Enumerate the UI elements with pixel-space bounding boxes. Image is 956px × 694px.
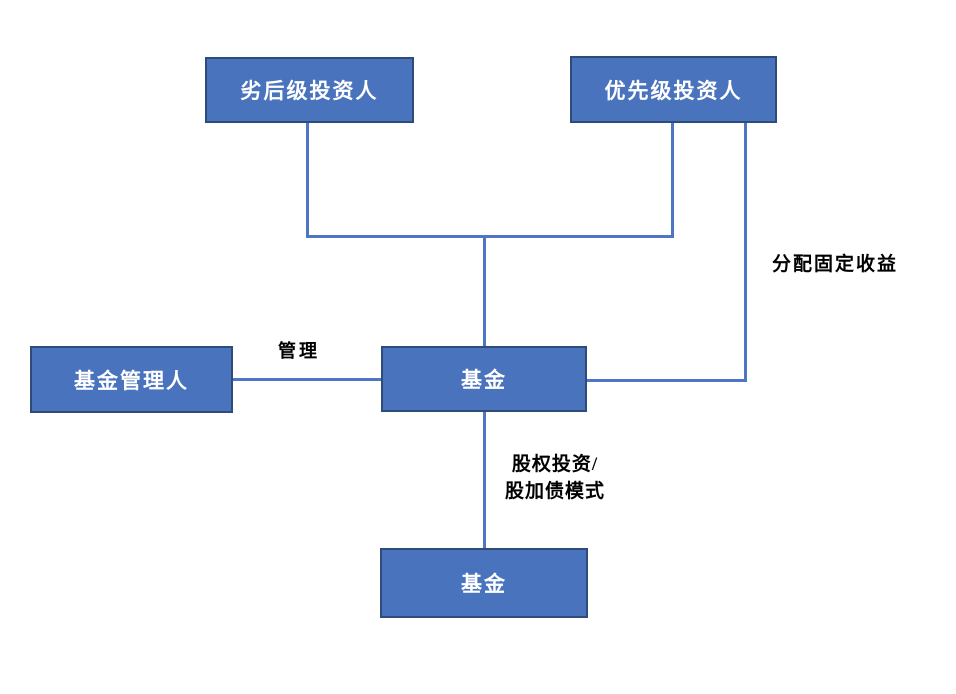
box-subordinated-investors: 劣后级投资人 bbox=[205, 57, 414, 123]
edge-label-equity-investment: 股权投资/ 股加债模式 bbox=[478, 451, 632, 505]
connector-manager-to-fund bbox=[233, 378, 381, 381]
box-fund-manager-label: 基金管理人 bbox=[74, 369, 189, 393]
box-fund: 基金 bbox=[381, 346, 587, 412]
connector-top-horizontal bbox=[306, 235, 674, 238]
connector-senior-down bbox=[671, 123, 674, 237]
connector-middle-down-to-fund bbox=[483, 238, 486, 346]
box-fund-manager: 基金管理人 bbox=[30, 346, 233, 413]
box-fund-lower-label: 基金 bbox=[461, 573, 507, 596]
connector-fund-to-lower-fund bbox=[483, 412, 486, 548]
box-senior-investors-label: 优先级投资人 bbox=[604, 79, 743, 103]
connector-fund-right bbox=[587, 379, 747, 382]
edge-label-fixed-income: 分配固定收益 bbox=[772, 254, 899, 275]
connector-senior-right-down bbox=[744, 123, 747, 382]
box-subordinated-investors-label: 劣后级投资人 bbox=[240, 80, 379, 103]
edge-label-equity-line2: 股加债模式 bbox=[504, 481, 605, 502]
connector-subordinated-down bbox=[306, 123, 309, 237]
box-fund-lower: 基金 bbox=[380, 548, 588, 618]
box-fund-label: 基金 bbox=[461, 369, 507, 392]
edge-label-manage: 管理 bbox=[278, 341, 320, 361]
box-senior-investors: 优先级投资人 bbox=[570, 56, 777, 123]
edge-label-equity-line1: 股权投资/ bbox=[511, 454, 599, 475]
